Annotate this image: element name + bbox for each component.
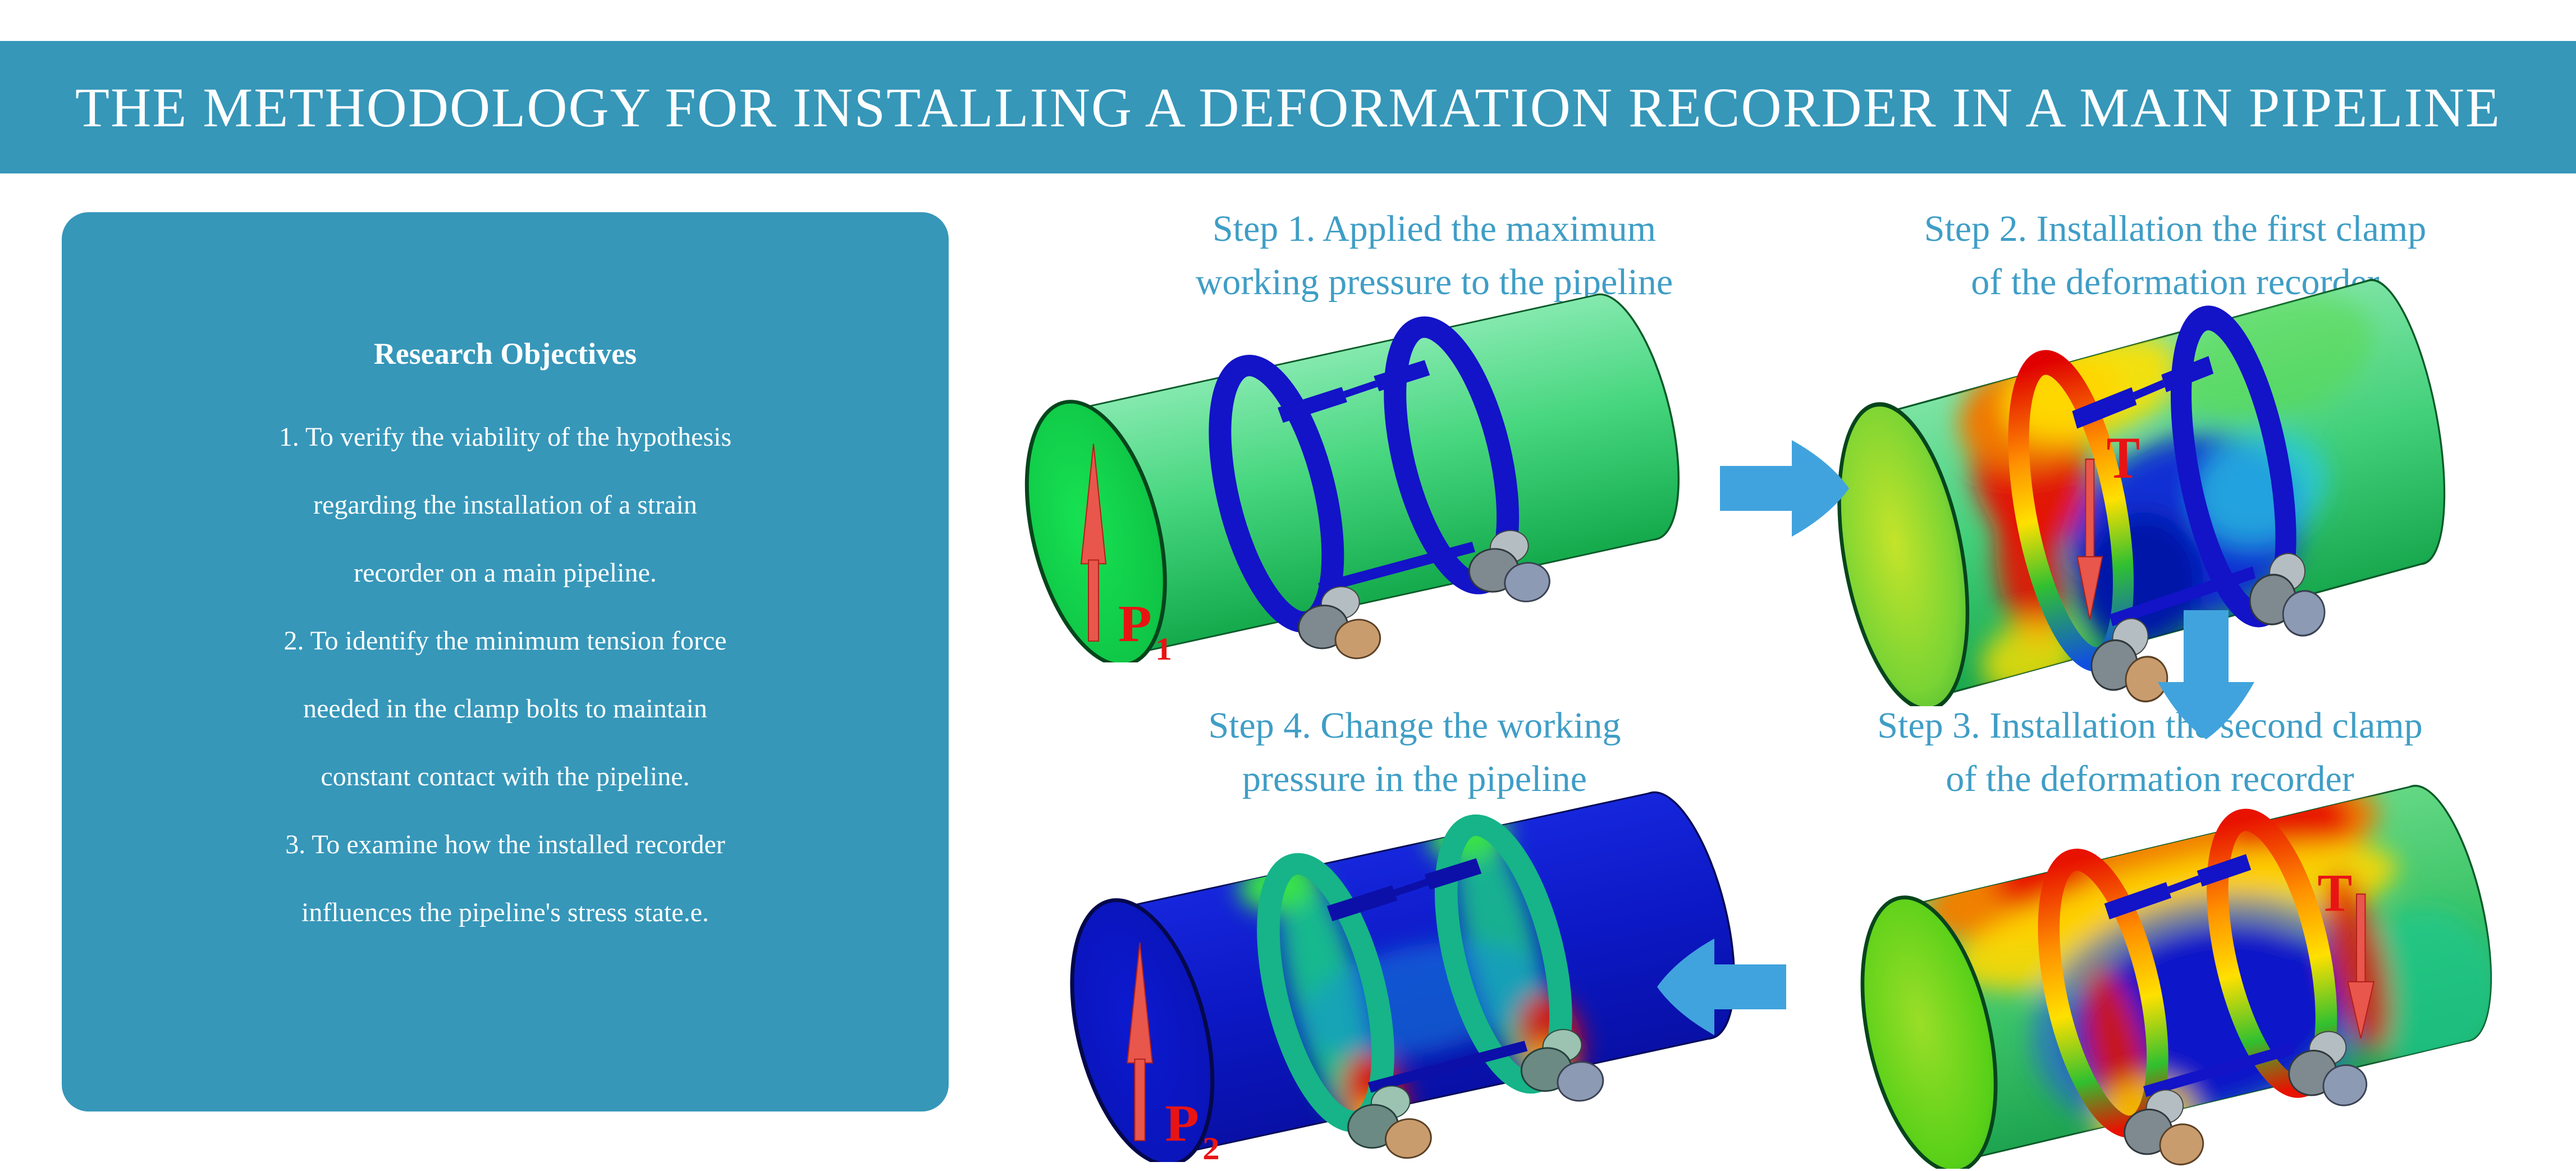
- step4-heading-line1: Step 4. Change the working: [1208, 705, 1621, 746]
- recorder-bar: [1326, 885, 1398, 922]
- pipe-near-face: [1837, 402, 1970, 706]
- step3-heading-line1: Step 3. Installation the second clamp: [1877, 705, 2423, 746]
- step2-simulation-figure: T: [1819, 274, 2476, 706]
- recorder-bar: [2161, 356, 2214, 392]
- objective-line: 2. To identify the minimum tension force: [283, 626, 727, 656]
- tension-arrow-shaft: [2085, 458, 2095, 562]
- objective-line: 3. To examine how the installed recorder: [285, 830, 725, 859]
- pressure-label: P: [1118, 594, 1152, 652]
- objective-line: 1. To verify the viability of the hypoth…: [278, 422, 732, 452]
- pipeline-assembly: [1837, 278, 2446, 706]
- tension-arrow-down-icon: [2076, 556, 2103, 620]
- clamp-bolts-2: [2288, 1031, 2368, 1106]
- tension-annotation: T: [2318, 863, 2375, 1039]
- step2-pipeline-fea-image: T: [1837, 278, 2446, 706]
- flow-arrow-step1-to-step2: [1720, 427, 1849, 550]
- clamp-bolts-1: [2090, 617, 2168, 703]
- step3-simulation-figure: T: [1841, 780, 2523, 1169]
- recorder-bar: [2072, 387, 2137, 429]
- research-objectives-title: Research Objectives: [373, 337, 637, 370]
- recorder-bar: [2197, 854, 2252, 887]
- lower-strap: [1367, 1040, 1528, 1093]
- recorder-bar: [1424, 858, 1482, 890]
- header-banner: THE METHODOLOGY FOR INSTALLING A DEFORMA…: [0, 41, 2576, 173]
- lower-strap: [2110, 566, 2256, 626]
- arrow-left-icon: [1657, 939, 1786, 1035]
- step1-heading-line1: Step 1. Applied the maximum: [1212, 208, 1657, 249]
- tension-annotation: T: [2076, 426, 2140, 620]
- clamp-bolts-1: [1347, 1085, 1432, 1159]
- recorder-bar-neck: [2133, 379, 2165, 400]
- step3-heading: Step 3. Installation the second clamp of…: [1754, 699, 2546, 806]
- clamp-bolts-2: [2249, 552, 2326, 637]
- tension-arrow-down-icon: [2347, 981, 2375, 1039]
- clamp-bolts-2: [1468, 530, 1550, 602]
- recorder-bar-neck: [2167, 875, 2201, 894]
- recorder-bar-neck: [1343, 380, 1378, 398]
- flow-arrow-step3-to-step4: [1657, 925, 1786, 1049]
- arrow-right-icon: [1720, 440, 1849, 537]
- pressure-annotation: P 2: [1127, 942, 1220, 1162]
- step4-heading-line2: pressure in the pipeline: [1242, 758, 1587, 799]
- clamp-bolts-1: [1297, 586, 1381, 660]
- recorder-bar: [1374, 360, 1430, 392]
- step1-heading: Step 1. Applied the maximum working pres…: [1038, 202, 1830, 309]
- pressure-label-subscript: 2: [1202, 1131, 1219, 1162]
- lower-strap: [2143, 1043, 2295, 1097]
- recorder-bar: [1278, 387, 1347, 423]
- research-objectives-card: Research Objectives 1. To verify the via…: [62, 212, 949, 1111]
- objective-line: influences the pipeline's stress state.e…: [301, 898, 709, 927]
- tension-arrow-shaft: [2356, 893, 2366, 986]
- step4-heading: Step 4. Change the working pressure in t…: [1019, 699, 1810, 806]
- tension-label: T: [2318, 863, 2353, 922]
- pressure-label: P: [1165, 1094, 1199, 1152]
- step2-heading-line1: Step 2. Installation the first clamp: [1924, 208, 2427, 249]
- pressure-arrow-shaft: [1134, 1058, 1146, 1141]
- recorder-bar: [2104, 882, 2172, 920]
- step3-heading-line2: of the deformation recorder: [1946, 758, 2354, 799]
- lower-strap: [1317, 541, 1475, 594]
- pressure-annotation: P 1: [1080, 443, 1172, 662]
- objective-line: needed in the clamp bolts to maintain: [303, 694, 707, 724]
- pipeline-assembly: [1024, 293, 1680, 662]
- objective-line: regarding the installation of a strain: [313, 490, 697, 520]
- recorder-bar-neck: [1393, 879, 1429, 896]
- pipe-near-face: [1860, 895, 1998, 1169]
- clamp-bolts-2: [1520, 1029, 1604, 1102]
- page-title: THE METHODOLOGY FOR INSTALLING A DEFORMA…: [75, 76, 2501, 139]
- pressure-arrow-shaft: [1088, 559, 1099, 642]
- pressure-label-subscript: 1: [1155, 632, 1172, 662]
- arrow-down-icon: [2158, 610, 2254, 739]
- step1-pipeline-fea-image: P 1: [1024, 293, 1680, 662]
- flow-arrow-step2-to-step3: [2144, 610, 2268, 739]
- step3-pipeline-fea-image: T: [1860, 780, 2504, 1169]
- clamp-bolts-1: [2124, 1089, 2204, 1165]
- step1-simulation-figure: P 1: [1005, 289, 1712, 662]
- tension-label: T: [2107, 426, 2140, 491]
- objective-line: recorder on a main pipeline.: [354, 558, 657, 588]
- pipeline-assembly: [1860, 780, 2504, 1169]
- objective-line: constant contact with the pipeline.: [321, 762, 690, 792]
